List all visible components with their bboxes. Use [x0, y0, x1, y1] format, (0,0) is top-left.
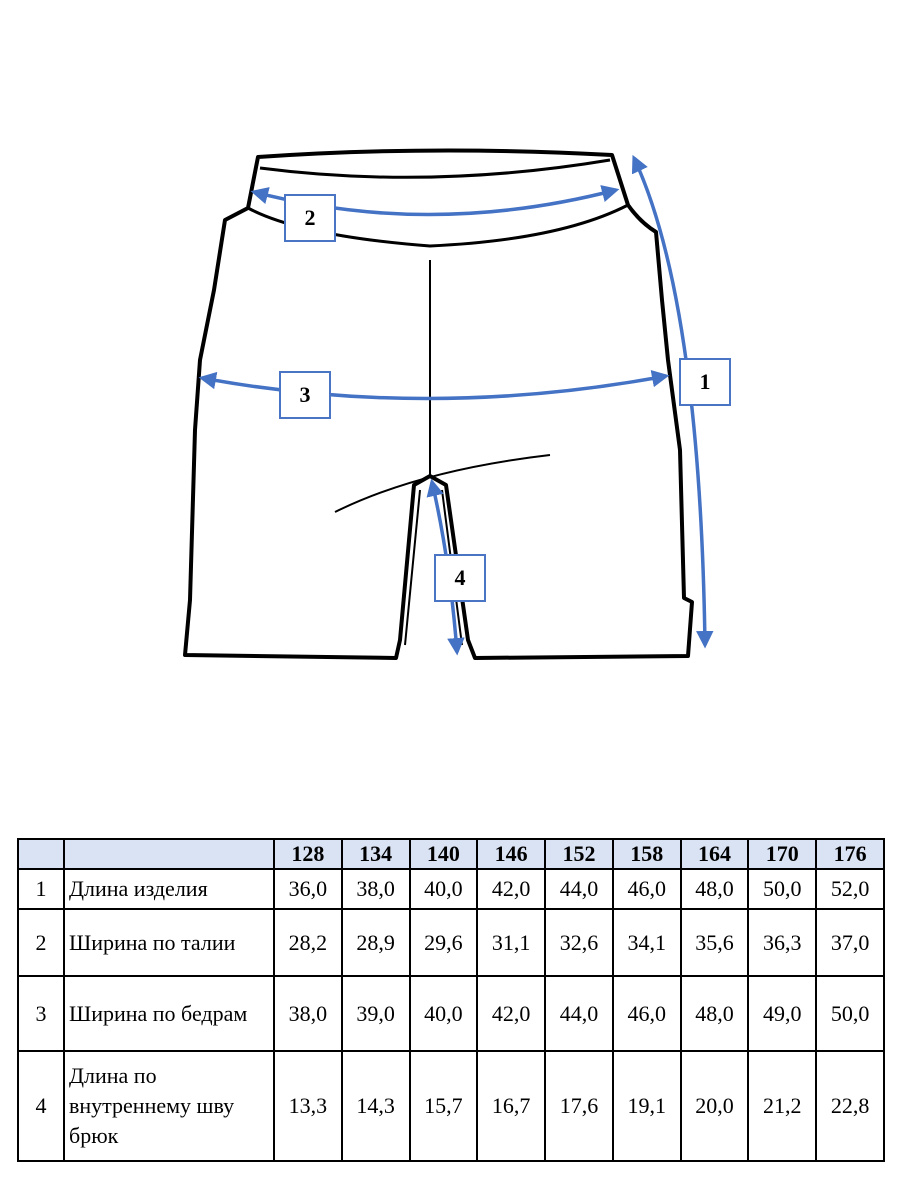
- size-header: 158: [611, 838, 682, 870]
- shorts-diagram: [183, 148, 714, 660]
- size-header: 152: [544, 838, 614, 870]
- measurement-value: 40,0: [408, 975, 479, 1052]
- size-header: 140: [408, 838, 479, 870]
- size-header: 134: [340, 838, 411, 870]
- label-waist: 2: [284, 194, 336, 242]
- measurement-value: 50,0: [815, 975, 885, 1052]
- size-header: 128: [273, 838, 343, 870]
- measurement-value: 44,0: [544, 975, 614, 1052]
- arrow-hip: [198, 369, 670, 401]
- arrow-length: [631, 154, 714, 649]
- size-header: 164: [679, 838, 750, 870]
- measurement-value: 32,6: [544, 908, 614, 977]
- measurement-value: 28,2: [273, 908, 343, 977]
- measurement-value: 52,0: [815, 868, 885, 910]
- size-header: 170: [747, 838, 818, 870]
- size-header: 176: [815, 838, 885, 870]
- measurement-value: 20,0: [679, 1050, 750, 1162]
- row-number: 3: [17, 975, 65, 1052]
- measurement-value: 16,7: [476, 1050, 547, 1162]
- measurement-value: 35,6: [679, 908, 750, 977]
- measurement-value: 17,6: [544, 1050, 614, 1162]
- measurement-value: 44,0: [544, 868, 614, 910]
- measurement-value: 49,0: [747, 975, 818, 1052]
- size-header: 146: [476, 838, 547, 870]
- label-inseam: 4: [434, 554, 486, 602]
- row-number: 2: [17, 908, 65, 977]
- measurement-arrows: [198, 154, 714, 656]
- measurement-value: 42,0: [476, 868, 547, 910]
- measurement-name: Длина по внутреннему шву брюк: [63, 1050, 275, 1162]
- measurement-value: 37,0: [815, 908, 885, 977]
- measurement-value: 39,0: [340, 975, 411, 1052]
- measurement-value: 14,3: [340, 1050, 411, 1162]
- measurement-name: Длина изделия: [63, 868, 275, 910]
- measurement-value: 28,9: [340, 908, 411, 977]
- measurement-value: 21,2: [747, 1050, 818, 1162]
- measurement-value: 42,0: [476, 975, 547, 1052]
- measurement-value: 29,6: [408, 908, 479, 977]
- measurement-value: 46,0: [611, 868, 682, 910]
- measurement-value: 22,8: [815, 1050, 885, 1162]
- label-length: 1: [679, 358, 731, 406]
- measurement-value: 48,0: [679, 975, 750, 1052]
- header-blank: [17, 838, 65, 870]
- measurement-value: 38,0: [340, 868, 411, 910]
- measurement-value: 48,0: [679, 868, 750, 910]
- label-hip: 3: [279, 371, 331, 419]
- row-number: 1: [17, 868, 65, 910]
- measurement-name: Ширина по талии: [63, 908, 275, 977]
- measurement-name: Ширина по бедрам: [63, 975, 275, 1052]
- measurement-value: 36,0: [273, 868, 343, 910]
- measurement-value: 36,3: [747, 908, 818, 977]
- measurement-value: 34,1: [611, 908, 682, 977]
- measurement-value: 46,0: [611, 975, 682, 1052]
- measurement-value: 40,0: [408, 868, 479, 910]
- measurement-value: 38,0: [273, 975, 343, 1052]
- measurement-value: 31,1: [476, 908, 547, 977]
- measurement-value: 13,3: [273, 1050, 343, 1162]
- header-blank: [63, 838, 275, 870]
- row-number: 4: [17, 1050, 65, 1162]
- measurement-value: 50,0: [747, 868, 818, 910]
- measurement-value: 15,7: [408, 1050, 479, 1162]
- measurement-value: 19,1: [611, 1050, 682, 1162]
